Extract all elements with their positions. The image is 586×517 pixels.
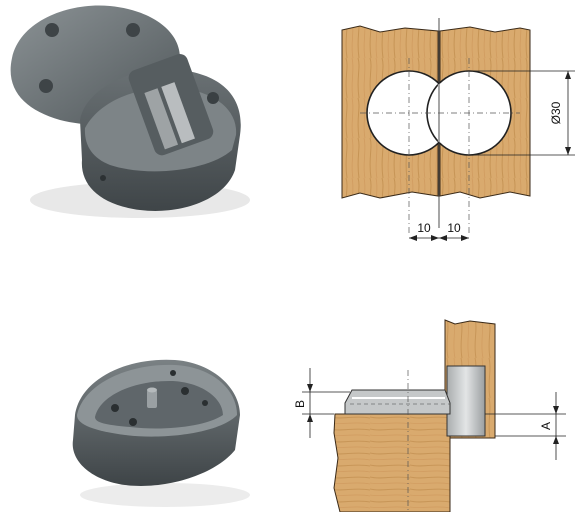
dim-b-label: B [293,400,307,408]
diameter-label: Ø30 [549,101,563,124]
dim-a-label: A [539,422,553,430]
hinge-product-photo [0,0,260,230]
spacing-right-label: 10 [447,221,461,235]
horizontal-board [333,413,451,513]
spacing-left-label: 10 [417,221,431,235]
hinge-plate [344,389,451,415]
cup-product-photo [55,345,255,510]
hinge-metal-block [446,365,486,437]
drilling-diagram: Ø30 10 10 [320,18,586,258]
mounting-diagram: B A [290,318,586,513]
